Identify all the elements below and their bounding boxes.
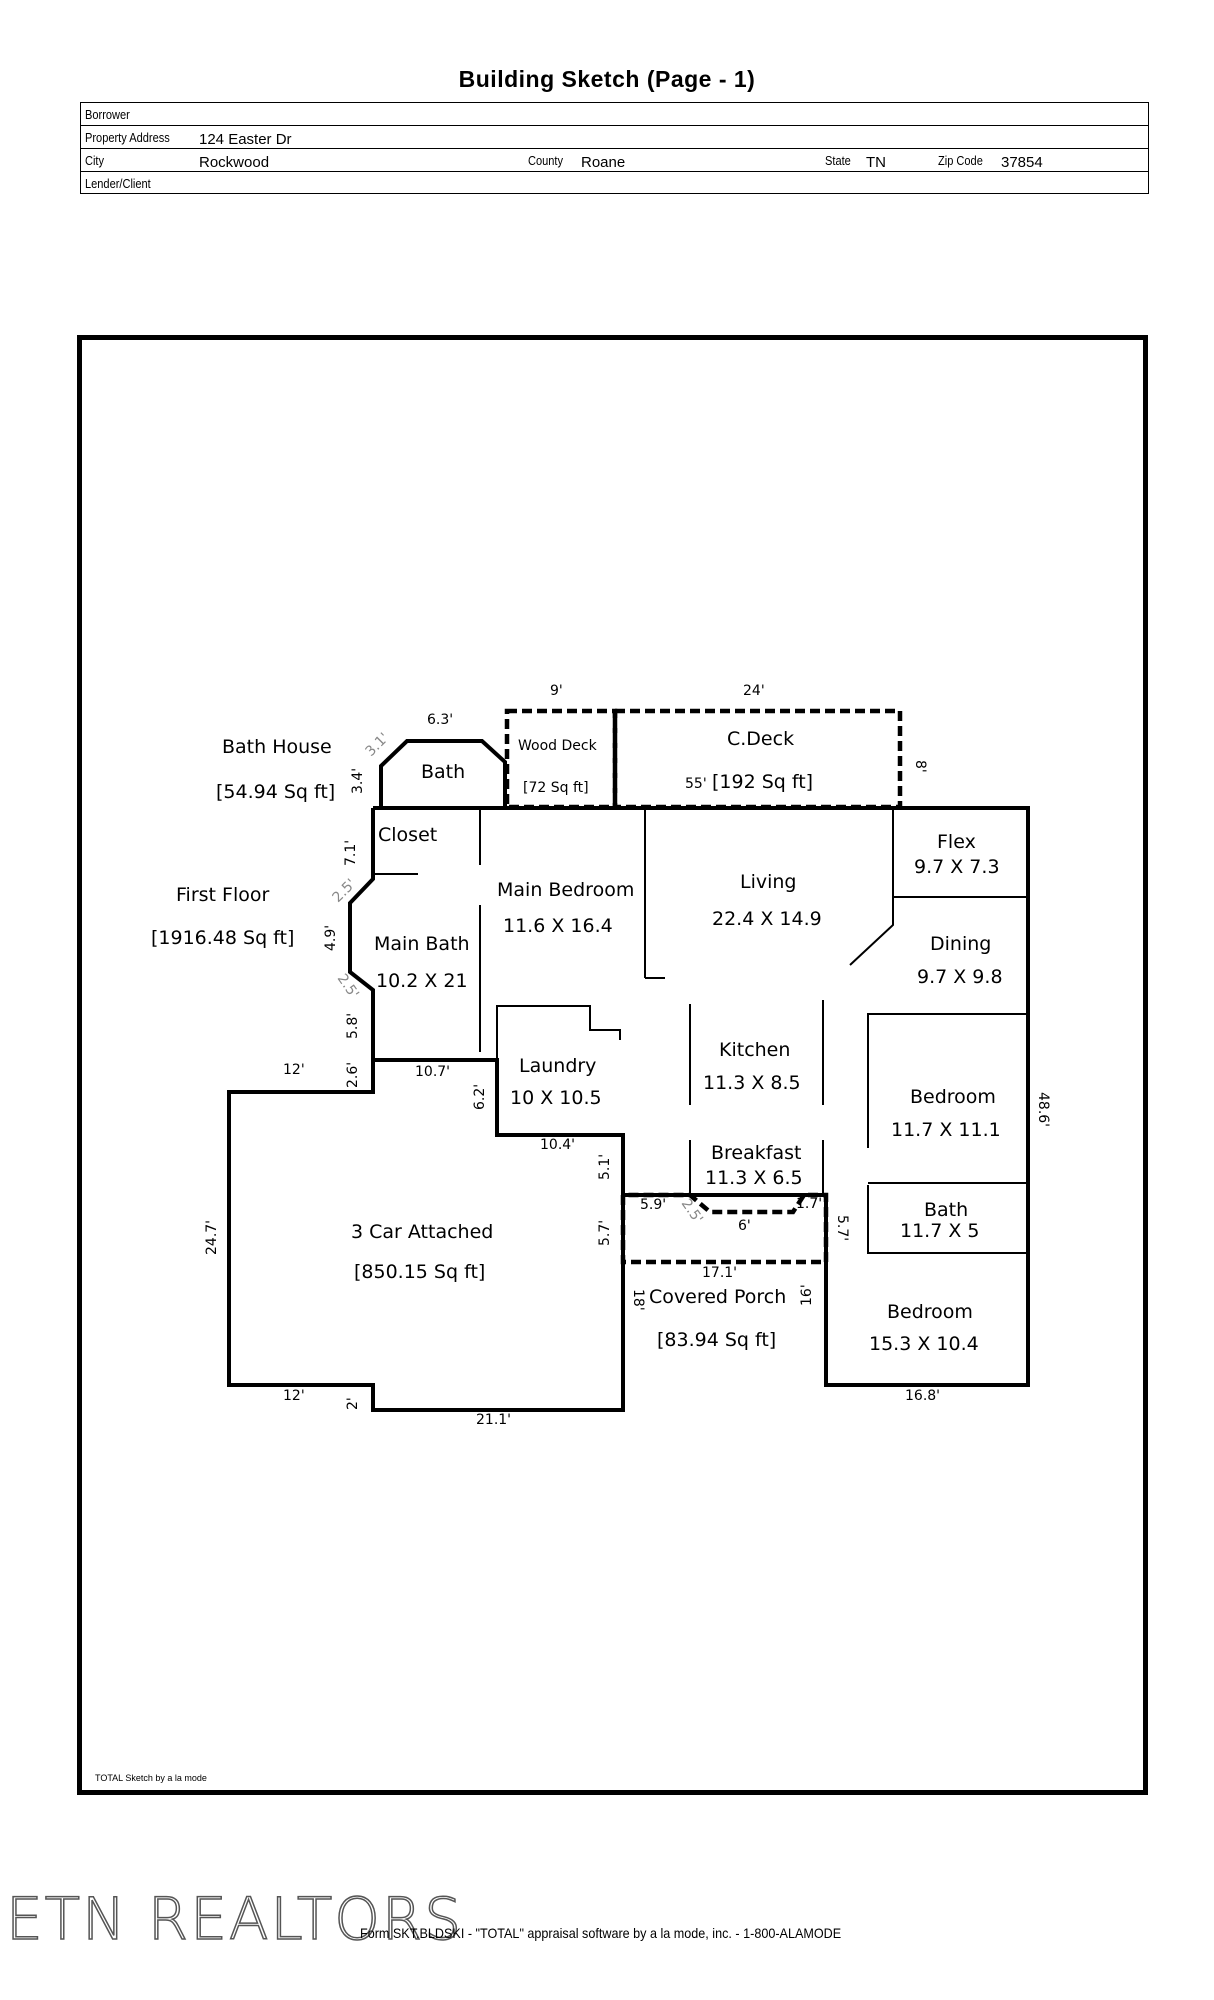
page-title: Building Sketch (Page - 1) — [458, 66, 756, 92]
garage-area: [850.15 Sq ft] — [354, 1261, 485, 1283]
state-label: State — [825, 153, 851, 168]
zip-value: 37854 — [1001, 154, 1043, 171]
kitchen-label: Kitchen — [719, 1039, 790, 1061]
address-label: Property Address — [85, 130, 170, 145]
dim-label: 2.6' — [345, 1062, 361, 1088]
dim-label: 16' — [799, 1284, 815, 1306]
borrower-label: Borrower — [85, 107, 130, 122]
garage-internal-wall — [373, 1058, 625, 1195]
garage-label: 3 Car Attached — [351, 1221, 493, 1243]
dim-label: 5.1' — [597, 1154, 613, 1180]
lender-label: Lender/Client — [85, 176, 151, 191]
dining-label: Dining — [930, 933, 991, 955]
dim-label: 12' — [283, 1062, 305, 1078]
bedroom-1-dims: 11.7 X 11.1 — [891, 1119, 1001, 1141]
dim-label: 10.4' — [540, 1137, 575, 1153]
dim-label: 6.3' — [427, 712, 453, 728]
bedroom1-walls — [867, 1013, 1028, 1148]
wood-deck-area: [72 Sq ft] — [523, 780, 589, 796]
main-house-outline — [227, 806, 1030, 1412]
city-label: City — [85, 153, 105, 168]
dim-label: 7.1' — [343, 840, 359, 866]
dim-label: 21.1' — [476, 1412, 511, 1428]
dim-label: 2.5' — [330, 876, 360, 906]
dim-label: 55' — [685, 776, 707, 792]
dim-label: 24.7' — [204, 1220, 220, 1255]
dim-label: 17.1' — [702, 1265, 737, 1281]
state-value: TN — [866, 154, 886, 171]
living-dining-wall — [849, 808, 894, 966]
bedroom-2-label: Bedroom — [887, 1301, 973, 1323]
county-label: County — [528, 153, 564, 168]
laundry-dims: 10 X 10.5 — [510, 1087, 602, 1109]
dim-label: 48.6' — [1035, 1092, 1051, 1127]
dim-label: 1.7' — [796, 1196, 822, 1212]
bath-2-dims: 11.7 X 5 — [900, 1220, 980, 1242]
bedroom-1-label: Bedroom — [910, 1086, 996, 1108]
first-floor-area: [1916.48 Sq ft] — [151, 927, 294, 949]
borrower-row: Borrower — [81, 103, 1148, 126]
header-table: Borrower Property Address 124 Easter Dr … — [80, 102, 1149, 194]
sketch-credit: TOTAL Sketch by a la mode — [95, 1773, 207, 1783]
realtor-watermark: ETN REALTORS — [5, 1884, 464, 1954]
c-deck-label: C.Deck — [727, 728, 794, 750]
main-bath-dims: 10.2 X 21 — [376, 970, 468, 992]
dim-label: 18' — [630, 1289, 646, 1311]
dim-label: 6' — [738, 1218, 751, 1234]
breakfast-dims: 11.3 X 6.5 — [705, 1167, 803, 1189]
covered-porch-area: [83.94 Sq ft] — [657, 1329, 776, 1351]
laundry-label: Laundry — [519, 1055, 596, 1077]
sketch-frame — [77, 335, 1148, 1795]
flex-dims: 9.7 X 7.3 — [914, 856, 1000, 878]
dim-label: 9' — [550, 683, 563, 699]
lender-row: Lender/Client — [81, 172, 1148, 195]
dim-label: 3.1' — [363, 730, 393, 760]
bath-house-area: [54.94 Sq ft] — [216, 781, 335, 803]
living-dims: 22.4 X 14.9 — [712, 908, 822, 930]
c-deck-outline — [612, 708, 903, 810]
dim-label: 10.7' — [415, 1064, 450, 1080]
zip-label: Zip Code — [938, 153, 983, 168]
bath2-walls — [867, 1185, 1028, 1254]
closet-label: Closet — [378, 824, 437, 846]
dim-label: 16.8' — [905, 1388, 940, 1404]
dim-label: 3.4' — [350, 768, 366, 794]
laundry-walls — [496, 1005, 621, 1060]
dim-label: 8' — [912, 760, 928, 773]
living-label: Living — [740, 871, 797, 893]
dim-label: 2.5' — [678, 1196, 706, 1227]
dim-label: 2' — [345, 1397, 361, 1410]
bedroom-2-dims: 15.3 X 10.4 — [869, 1333, 979, 1355]
bath-house-label: Bath House — [222, 736, 332, 758]
county-value: Roane — [581, 154, 626, 171]
breakfast-label: Breakfast — [711, 1142, 801, 1164]
flex-label: Flex — [937, 831, 976, 853]
dim-label: 5.7' — [597, 1220, 613, 1246]
dim-label: 5.7' — [834, 1215, 850, 1241]
main-bath-label: Main Bath — [374, 933, 470, 955]
dining-dims: 9.7 X 9.8 — [917, 966, 1003, 988]
first-floor-label: First Floor — [176, 884, 269, 906]
kitchen-dims: 11.3 X 8.5 — [703, 1072, 801, 1094]
address-row: Property Address 124 Easter Dr — [81, 126, 1148, 149]
dim-label: 5.8' — [345, 1013, 361, 1039]
dim-label: 24' — [743, 683, 765, 699]
dim-label: 12' — [283, 1388, 305, 1404]
city-row: City Rockwood County Roane State TN Zip … — [81, 149, 1148, 172]
bath-2-label: Bath — [924, 1199, 968, 1221]
c-deck-area: [192 Sq ft] — [712, 771, 813, 793]
form-footer: Form SKT.BLDSKI - "TOTAL" appraisal soft… — [360, 1925, 842, 1941]
dim-label: 5.9' — [640, 1197, 666, 1213]
main-bedroom-dims: 11.6 X 16.4 — [503, 915, 613, 937]
city-value: Rockwood — [199, 154, 270, 171]
wood-deck-label: Wood Deck — [518, 738, 598, 754]
dim-label: 4.9' — [323, 925, 339, 951]
covered-porch-label: Covered Porch — [649, 1286, 786, 1308]
address-value: 124 Easter Dr — [199, 131, 292, 148]
main-bedroom-label: Main Bedroom — [497, 879, 634, 901]
dim-label: 6.2' — [472, 1084, 488, 1110]
bath-label: Bath — [421, 761, 465, 783]
